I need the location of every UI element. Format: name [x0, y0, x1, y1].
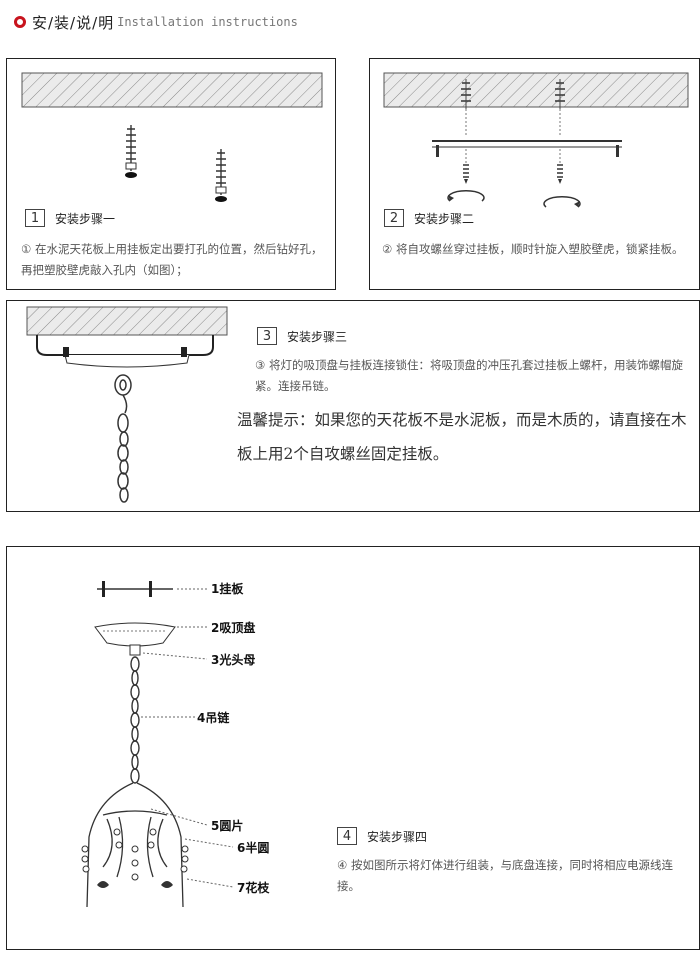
step2-text: ② 将自攻螺丝穿过挂板，顺时针旋入塑胶壁虎，锁紧挂板。: [382, 242, 684, 256]
step2-illustration: [383, 72, 689, 208]
anchor-in-ceiling-right-icon: [555, 79, 565, 109]
anchor-in-ceiling-left-icon: [461, 79, 471, 109]
canopy-icon: [94, 622, 176, 647]
canopy-plate-icon: [36, 335, 214, 368]
step3-number: 3: [257, 327, 277, 345]
step3-title: 安装步骤三: [287, 329, 348, 344]
crystal-beads-icon: [81, 828, 189, 881]
header-title-en: Installation instructions: [117, 15, 298, 29]
step1-text: ① 在水泥天花板上用挂板定出要打孔的位置，然后钻好孔，再把塑胶壁虎敲入孔内（如图…: [21, 242, 323, 277]
disc: [102, 810, 168, 816]
step1-title: 安装步骤一: [55, 211, 116, 226]
screw-right-icon: [557, 164, 563, 184]
part-label-7: 7花枝: [237, 881, 270, 895]
ceiling-hatch: [21, 72, 323, 108]
step3-heading: 3 安装步骤三: [257, 327, 347, 345]
flower-branch-icon: [97, 881, 173, 888]
step4-text: ④ 按如图所示将灯体进行组装，与底盘连接，同时将相应电源线连接。: [337, 858, 673, 893]
step3-illustration: [26, 306, 228, 503]
step2-panel: 2 安装步骤二 ② 将自攻螺丝穿过挂板，顺时针旋入塑胶壁虎，锁紧挂板。: [369, 58, 700, 290]
ceiling-hatch: [26, 306, 228, 336]
step1-illustration: [21, 72, 323, 202]
red-circle-icon: [14, 16, 26, 28]
chain-icon: [130, 656, 140, 784]
part-label-4: 4吊链: [197, 711, 230, 725]
mounting-plate-icon: [97, 581, 173, 597]
step2-heading: 2 安装步骤二: [384, 209, 474, 227]
part-label-5: 5圆片: [211, 819, 244, 833]
chain-icon: [114, 374, 132, 503]
step2-number: 2: [384, 209, 404, 227]
step4-heading: 4 安装步骤四: [337, 827, 427, 845]
step4-title: 安装步骤四: [367, 829, 428, 844]
part-label-6: 6半圆: [237, 841, 270, 855]
ceiling-hatch: [383, 72, 689, 108]
part-label-3: 3光头母: [211, 653, 256, 667]
screw-left-icon: [463, 164, 469, 184]
cap-nut-icon: [129, 644, 141, 656]
step4-number: 4: [337, 827, 357, 845]
step3-panel: 3 安装步骤三 ③ 将灯的吸顶盘与挂板连接锁住：将吸顶盘的冲压孔套过挂板上螺杆，…: [6, 300, 700, 512]
step1-number: 1: [25, 209, 45, 227]
step2-title: 安装步骤二: [414, 211, 475, 226]
mounting-plate-icon: [432, 140, 622, 157]
section-header: 安/装/说/明 Installation instructions: [14, 10, 298, 34]
step1-heading: 1 安装步骤一: [25, 209, 115, 227]
rotate-arrow-left-icon: [447, 190, 485, 202]
step3-tip: 温馨提示：如果您的天花板不是水泥板，而是木质的，请直接在木板上用2个自攻螺丝固定…: [237, 411, 687, 463]
step1-panel: 1 安装步骤一 ① 在水泥天花板上用挂板定出要打孔的位置，然后钻好孔，再把塑胶壁…: [6, 58, 336, 290]
step4-illustration: [81, 581, 234, 908]
part-label-1: 1挂板: [211, 582, 244, 596]
wall-anchor-right-icon: [215, 149, 227, 202]
part-label-2: 2吸顶盘: [211, 621, 256, 635]
step3-text: ③ 将灯的吸顶盘与挂板连接锁住：将吸顶盘的冲压孔套过挂板上螺杆，用装饰螺帽旋紧。…: [255, 358, 683, 393]
rotate-arrow-right-icon: [543, 196, 581, 208]
header-title-cn: 安/装/说/明: [32, 13, 115, 32]
wall-anchor-left-icon: [125, 125, 137, 178]
lamp-body-icon: [86, 782, 184, 908]
step4-panel: 1挂板 2吸顶盘 3光头母 4吊链 5圆片 6半圆 7花枝 4 安装步骤四 ④ …: [6, 546, 700, 950]
